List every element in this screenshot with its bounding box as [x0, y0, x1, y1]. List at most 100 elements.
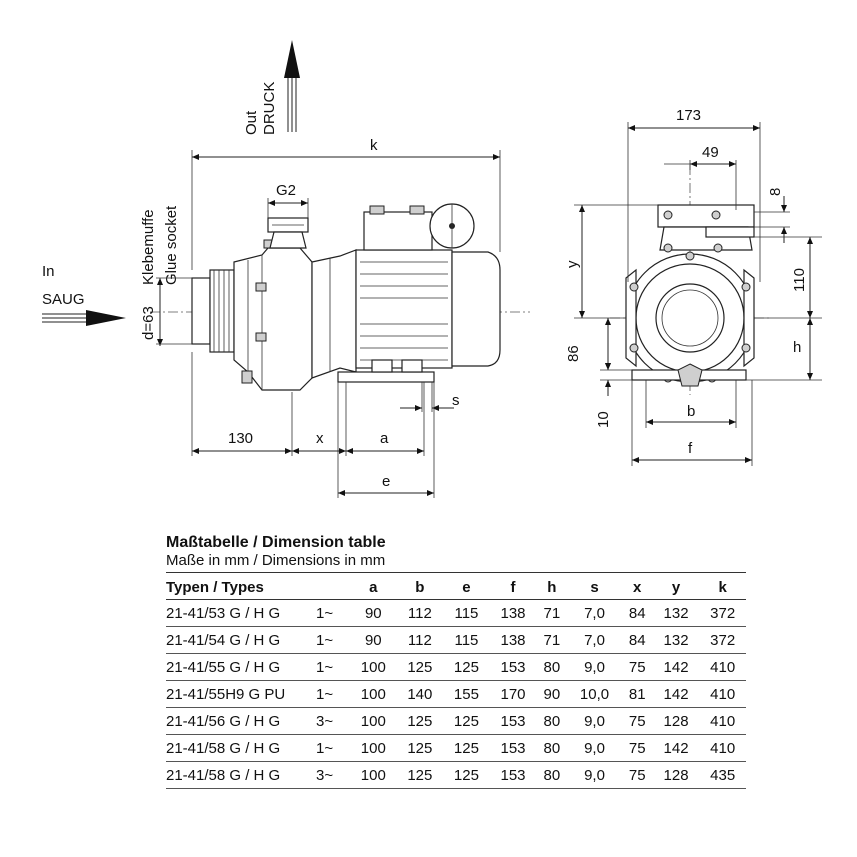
cell-y: 142	[652, 653, 700, 681]
label-out: Out	[243, 110, 260, 135]
cell-a: 100	[350, 734, 397, 762]
label-k: k	[370, 137, 378, 154]
cell-f: 153	[489, 707, 537, 735]
table-header-row: Typen / Types a b e f h s x y k	[166, 572, 746, 600]
cell-a: 100	[350, 707, 397, 735]
pump-front-view	[610, 165, 770, 395]
cell-y: 142	[652, 734, 700, 762]
cell-x: 81	[621, 680, 653, 708]
cell-e: 115	[443, 626, 490, 654]
cell-e: 125	[443, 761, 490, 789]
cell-y: 142	[652, 680, 700, 708]
label-a: a	[380, 430, 389, 447]
cell-h: 71	[536, 599, 568, 627]
label-8: 8	[767, 188, 784, 196]
cell-type: 21-41/56 G / H G	[166, 707, 316, 735]
label-glue-socket: Glue socket	[163, 205, 180, 285]
cell-s: 9,0	[567, 653, 622, 681]
cell-type: 21-41/54 G / H G	[166, 626, 316, 654]
cell-b: 125	[396, 653, 444, 681]
cell-k: 410	[699, 707, 746, 735]
cell-a: 90	[350, 626, 397, 654]
cell-y: 132	[652, 599, 700, 627]
cell-f: 153	[489, 734, 537, 762]
cell-x: 84	[621, 599, 653, 627]
cell-phase: 1~	[316, 626, 350, 654]
cell-s: 10,0	[567, 680, 622, 708]
cell-k: 410	[699, 653, 746, 681]
cell-e: 125	[443, 734, 490, 762]
table-subtitle: Maße in mm / Dimensions in mm	[166, 552, 386, 569]
cell-b: 112	[396, 626, 444, 654]
cell-h: 80	[536, 653, 568, 681]
cell-f: 153	[489, 653, 537, 681]
label-110: 110	[791, 268, 808, 292]
cell-e: 125	[443, 653, 490, 681]
cell-phase: 1~	[316, 599, 350, 627]
label-d63: d=63	[140, 306, 157, 340]
cell-phase: 1~	[316, 653, 350, 681]
label-klebemuffe: Klebemuffe	[140, 209, 157, 285]
table-title: Maßtabelle / Dimension table	[166, 534, 386, 551]
cell-x: 75	[621, 761, 653, 789]
cell-e: 115	[443, 599, 490, 627]
suction-arrow	[42, 310, 126, 326]
cell-phase: 1~	[316, 680, 350, 708]
cell-phase: 3~	[316, 761, 350, 789]
cell-x: 75	[621, 707, 653, 735]
label-10: 10	[595, 411, 612, 428]
cell-f: 170	[489, 680, 537, 708]
header-x: x	[621, 572, 653, 600]
label-b: b	[687, 403, 695, 420]
cell-phase: 1~	[316, 734, 350, 762]
cell-s: 9,0	[567, 707, 622, 735]
cell-s: 7,0	[567, 626, 622, 654]
header-b: b	[396, 572, 444, 600]
label-e: e	[382, 473, 390, 490]
cell-y: 128	[652, 707, 700, 735]
pump-side-view	[150, 203, 530, 391]
dimension-table: Typen / Types a b e f h s x y k 21-41/53…	[166, 572, 746, 789]
label-in: In	[42, 263, 55, 280]
cell-h: 90	[536, 680, 568, 708]
cell-h: 80	[536, 734, 568, 762]
cell-f: 153	[489, 761, 537, 789]
cell-x: 75	[621, 734, 653, 762]
cell-type: 21-41/58 G / H G	[166, 761, 316, 789]
header-e: e	[443, 572, 490, 600]
cell-type: 21-41/53 G / H G	[166, 599, 316, 627]
label-f: f	[688, 440, 693, 457]
cell-b: 125	[396, 734, 444, 762]
cell-type: 21-41/58 G / H G	[166, 734, 316, 762]
header-y: y	[652, 572, 700, 600]
cell-x: 75	[621, 653, 653, 681]
cell-y: 132	[652, 626, 700, 654]
cell-k: 372	[699, 626, 746, 654]
header-k: k	[699, 572, 746, 600]
cell-b: 125	[396, 761, 444, 789]
label-druck: DRUCK	[261, 82, 278, 135]
cell-h: 71	[536, 626, 568, 654]
label-g2: G2	[276, 182, 296, 199]
cell-s: 9,0	[567, 734, 622, 762]
cell-e: 125	[443, 707, 490, 735]
cell-h: 80	[536, 707, 568, 735]
cell-b: 140	[396, 680, 444, 708]
header-h: h	[536, 572, 568, 600]
cell-f: 138	[489, 599, 537, 627]
label-x: x	[316, 430, 324, 447]
label-saug: SAUG	[42, 291, 85, 308]
cell-s: 7,0	[567, 599, 622, 627]
cell-s: 9,0	[567, 761, 622, 789]
cell-a: 100	[350, 653, 397, 681]
cell-x: 84	[621, 626, 653, 654]
label-y: y	[564, 260, 581, 268]
cell-k: 410	[699, 680, 746, 708]
cell-k: 410	[699, 734, 746, 762]
